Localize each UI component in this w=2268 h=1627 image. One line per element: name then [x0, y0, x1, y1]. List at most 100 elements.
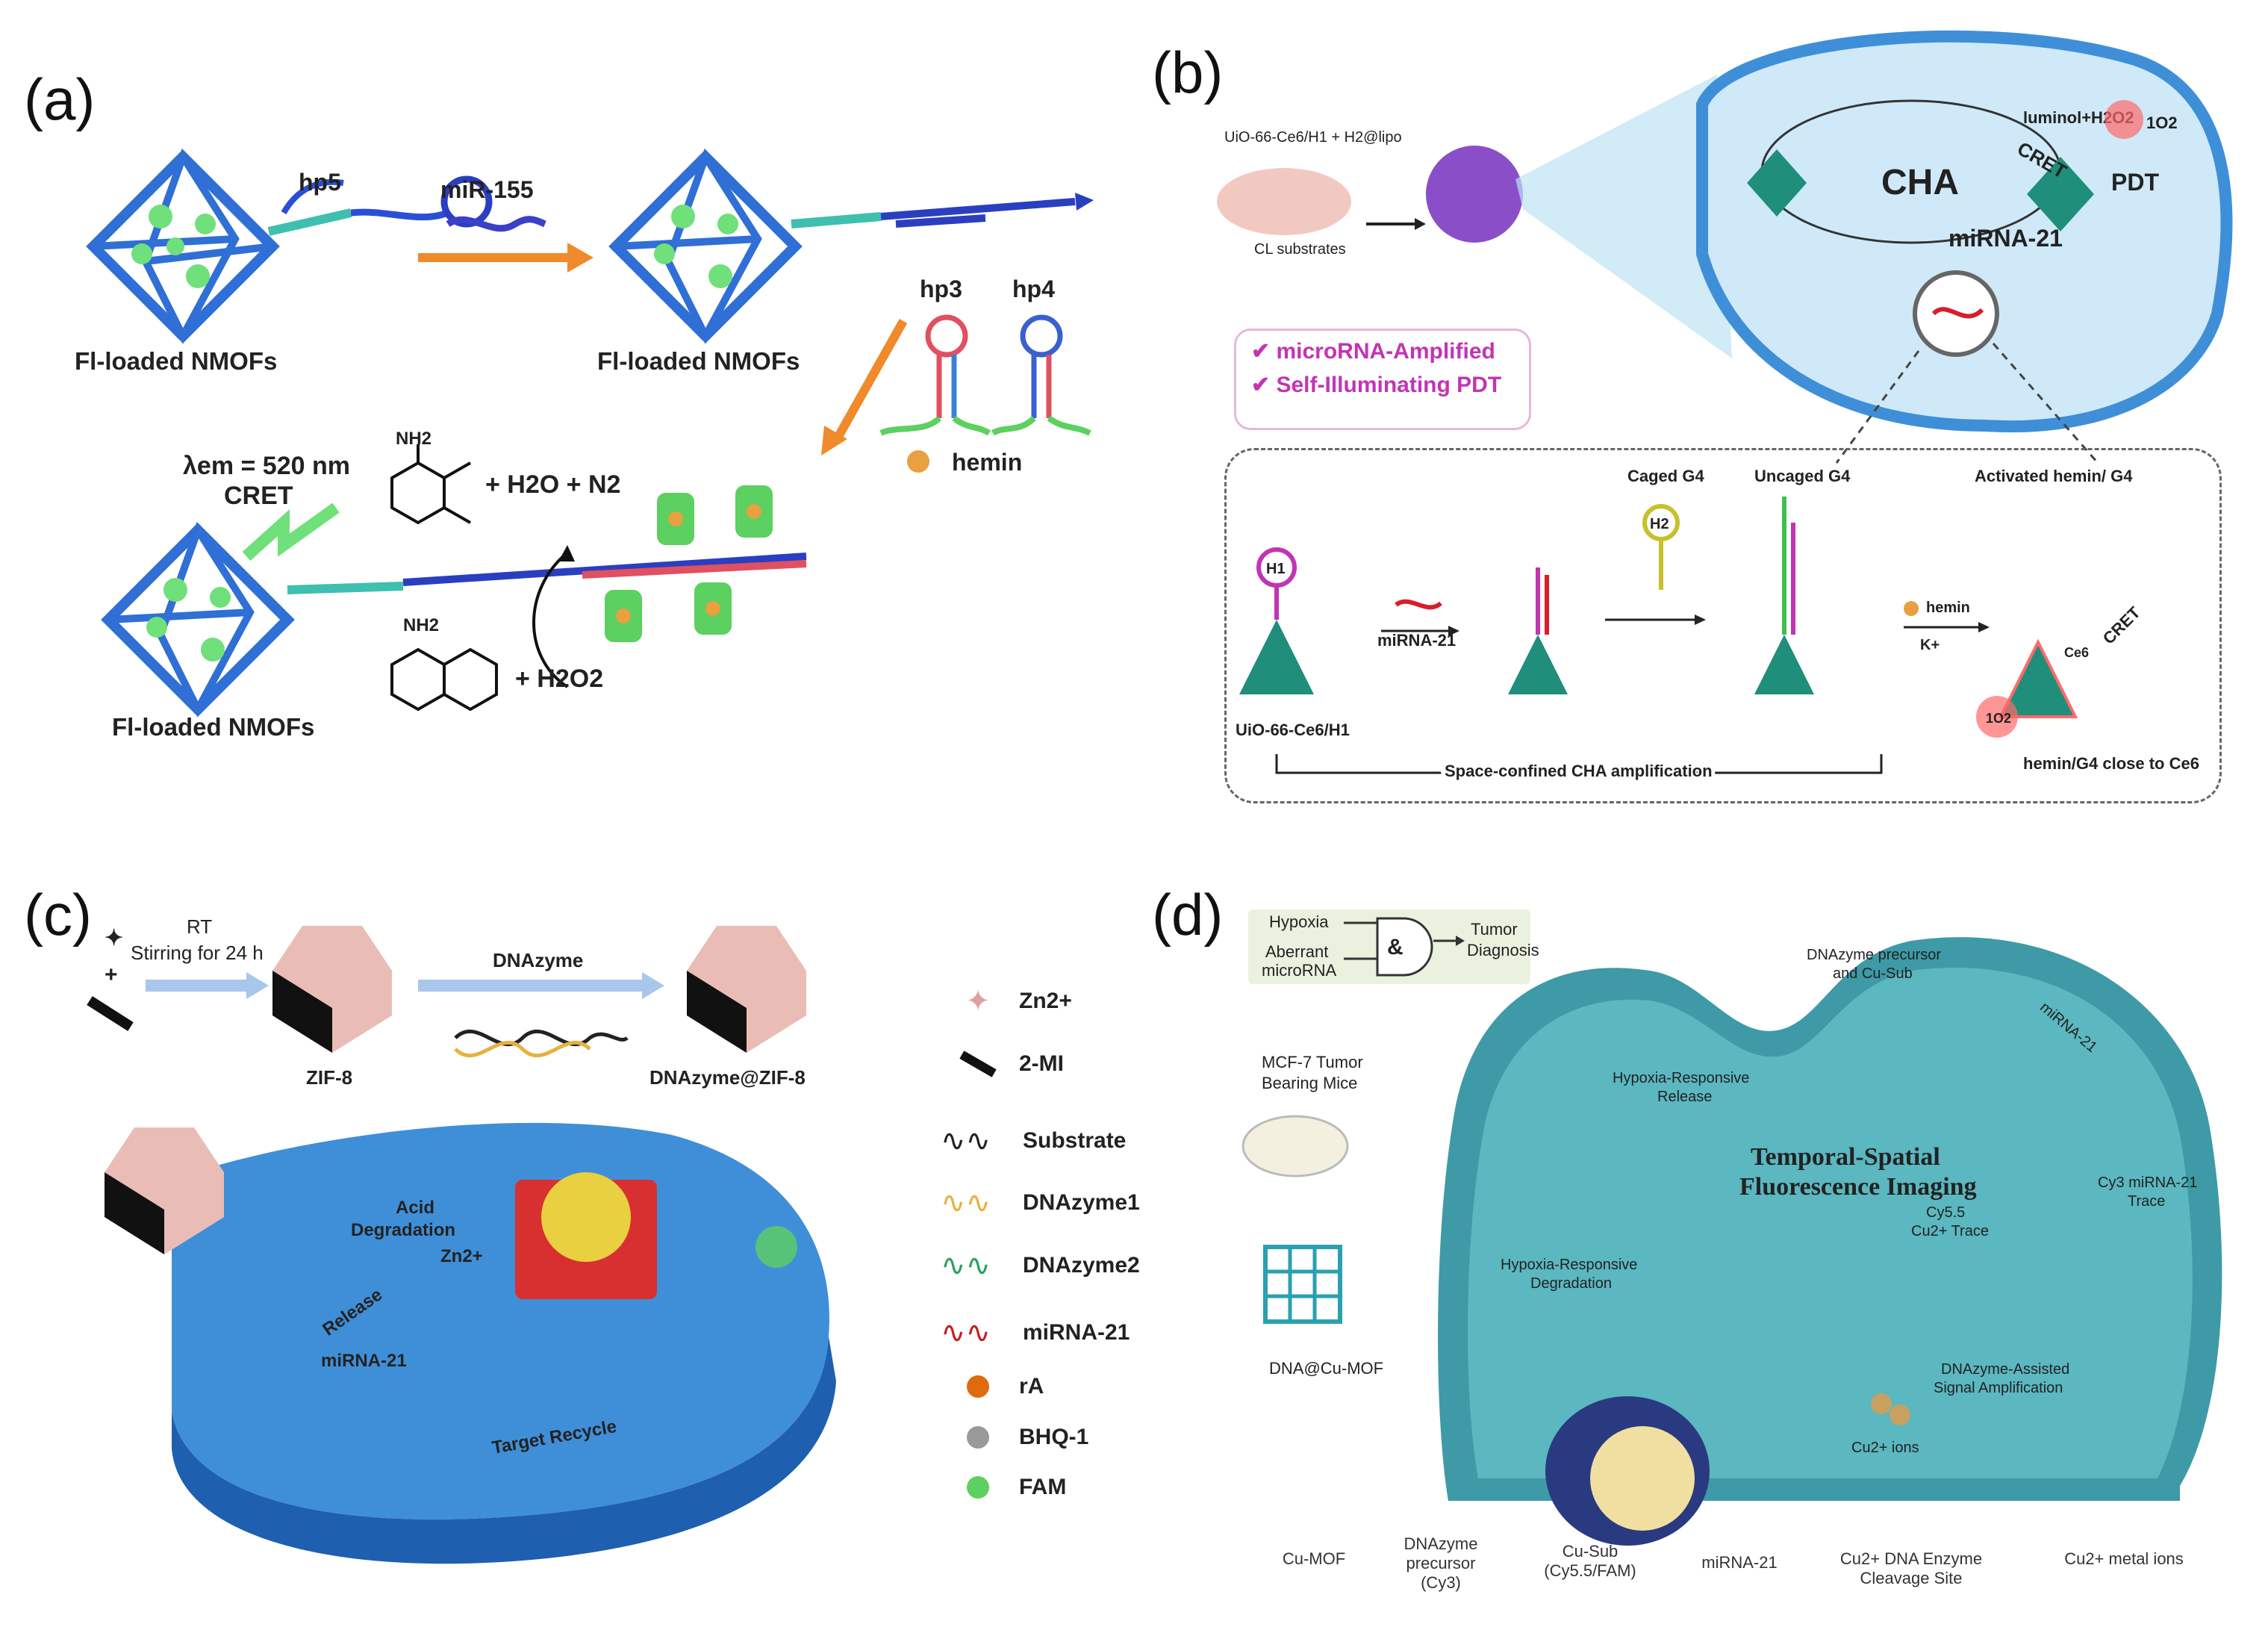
bhq1-dot-icon — [967, 1426, 989, 1449]
temporal-label-1: Temporal-Spatial — [1751, 1143, 1940, 1171]
legend-bhq1: BHQ-1 — [959, 1425, 1088, 1450]
nucleus-icon — [541, 1172, 631, 1262]
legend-dnazyme2: ∿∿ DNAzyme2 — [941, 1248, 1140, 1283]
panel-label-d: (d) — [1152, 882, 1224, 948]
nmof-octahedron-1 — [86, 148, 280, 344]
mirna21-label-c: miRNA-21 — [321, 1351, 407, 1371]
dnazyme-zif8-label: DNAzyme@ZIF-8 — [649, 1066, 806, 1089]
acid-label: Acid — [396, 1198, 434, 1218]
nmof-octahedron-3 — [101, 521, 295, 718]
dnazyme-label-c: DNAzyme — [493, 949, 583, 971]
release-label-d: Release — [1657, 1089, 1712, 1105]
cret-label-a: CRET — [224, 482, 293, 510]
zn-label-c: Zn2+ — [440, 1246, 483, 1266]
mirna21-label-b: miRNA-21 — [1948, 225, 2063, 252]
dnazyme1-wave-icon: ∿∿ — [941, 1186, 991, 1219]
cu-ions-label: Cu2+ ions — [1851, 1440, 1919, 1456]
cha-label: CHA — [1881, 163, 1959, 202]
precursor-label: DNAzyme precursor — [1807, 947, 1941, 963]
bearing-label: Bearing Mice — [1262, 1074, 1357, 1092]
nmof-label-2: Fl-loaded NMOFs — [597, 347, 800, 375]
legend-label-mirna21: miRNA-21 — [1023, 1320, 1130, 1345]
panel-label-c: (c) — [24, 882, 92, 948]
ra-dot-icon — [967, 1375, 989, 1398]
hyp-deg-label-2: Degradation — [1530, 1275, 1612, 1292]
legend-precursor: DNAzyme precursor (Cy3) — [1404, 1534, 1478, 1592]
stirring-label: Stirring for 24 h — [131, 942, 264, 964]
hp4-hairpin — [991, 314, 1091, 436]
hp3-hairpin — [879, 314, 991, 436]
legend-ra: rA — [959, 1374, 1044, 1399]
space-confined-label: Space-confined CHA amplification — [1445, 762, 1713, 780]
tumor-label: Tumor — [1471, 920, 1518, 939]
dna-cumof-cube — [1263, 1245, 1342, 1324]
legend-cumof: Cu-MOF — [1282, 1549, 1346, 1568]
kplus-label: K+ — [1920, 637, 1940, 653]
degradation-label: Degradation — [351, 1220, 455, 1240]
hyp-resp-label: Hypoxia-Responsive — [1613, 1070, 1749, 1086]
panel-label-a: (a) — [24, 66, 96, 132]
cell-body — [1696, 30, 2233, 432]
legend-cleavage: Cu2+ DNA Enzyme Cleavage Site — [1839, 1549, 1983, 1587]
legend-fam: FAM — [959, 1475, 1066, 1500]
nmof-label-1: Fl-loaded NMOFs — [75, 347, 277, 375]
mouse-icon — [1217, 168, 1351, 235]
rt-label: RT — [187, 915, 212, 938]
hp4-label: hp4 — [1012, 276, 1055, 302]
legend-mirna21: ∿∿ miRNA-21 — [941, 1316, 1130, 1350]
panel-a-diagram: hp5 miR-155 Fl-loaded NMOFs Fl-loaded NM… — [75, 148, 1094, 741]
cl-substrates-label: CL substrates — [1254, 241, 1346, 258]
legend-label-zn: Zn2+ — [1019, 989, 1072, 1013]
hemin-dot — [907, 450, 929, 473]
cy55-label: Cy5.5 — [1926, 1204, 1965, 1221]
hp5-label: hp5 — [299, 169, 341, 196]
zn-star-icon: ✦ — [105, 926, 123, 951]
lambda-label: λem = 520 nm — [183, 452, 350, 480]
dnazyme-zif8-crystal — [687, 926, 806, 1053]
mirna21-label-b2: miRNA-21 — [1377, 631, 1456, 650]
uncaged-g4-label: Uncaged G4 — [1754, 467, 1851, 485]
luminol-structure — [390, 647, 498, 712]
mcf7-label: MCF-7 Tumor — [1262, 1053, 1363, 1071]
check-icon-2: ✔ — [1251, 373, 1277, 397]
nmof-label-3: Fl-loaded NMOFs — [112, 713, 314, 741]
microrna-label: microRNA — [1262, 961, 1337, 980]
cy3-trace-label-1: Cy3 miRNA-21 — [2098, 1175, 2197, 1191]
zif8-crystal-2 — [105, 1127, 224, 1254]
panel-c-diagram: ✦ + RT Stirring for 24 h ZIF-8 DNAzyme D… — [87, 915, 836, 1564]
benefits-box: ✔ microRNA-Amplified ✔ Self-Illuminating… — [1234, 329, 1531, 430]
hemin-label-b: hemin — [1926, 600, 1970, 616]
fam-dot-icon — [967, 1476, 989, 1499]
uio-label: UiO-66-Ce6/H1 — [1236, 721, 1350, 739]
panel-d-diagram: Hypoxia Aberrant microRNA & Tumor Diagno… — [1242, 912, 2222, 1546]
activated-g4-label: Activated hemin/ G4 — [1975, 467, 2133, 485]
nmof-octahedron-2 — [608, 148, 803, 344]
aberrant-label: Aberrant — [1265, 942, 1328, 961]
dna-cumof-label: DNA@Cu-MOF — [1269, 1359, 1383, 1378]
mir155-label: miR-155 — [440, 176, 534, 203]
hemin-close-label: hemin/G4 close to Ce6 — [2023, 754, 2199, 773]
cret-bolt — [242, 503, 340, 561]
caged-g4-label: Caged G4 — [1627, 467, 1704, 485]
mouse-icon-d — [1242, 1115, 1349, 1178]
fam-glow — [756, 1226, 797, 1268]
ce6-label: Ce6 — [2064, 645, 2089, 660]
pdt-label: PDT — [2111, 169, 2159, 196]
panel-b-diagram: UiO-66-Ce6/H1 + H2@lipo CL substrates CH… — [1217, 30, 2233, 784]
assisted-label-1: DNAzyme-Assisted — [1941, 1361, 2069, 1378]
mirna21-wave-icon: ∿∿ — [941, 1316, 991, 1349]
temporal-label-2: Fluorescence Imaging — [1739, 1173, 1977, 1201]
zif8-crystal-1 — [272, 926, 392, 1053]
cell-body-c — [172, 1122, 829, 1519]
hypoxia-label: Hypoxia — [1269, 912, 1329, 931]
nh2-label-1: NH2 — [396, 429, 432, 449]
h2-label: H2 — [1650, 516, 1669, 532]
cusub-label: and Cu-Sub — [1833, 965, 1913, 982]
svg-text:+: + — [105, 962, 118, 987]
panel-label-b: (b) — [1152, 40, 1224, 105]
legend-substrate: ∿∿ Substrate — [941, 1124, 1126, 1158]
mechanism-box — [1224, 448, 2222, 803]
and-gate-icon — [1376, 917, 1433, 977]
legend-2mi: 2-MI — [959, 1051, 1064, 1077]
assisted-label-2: Signal Amplification — [1934, 1380, 2063, 1396]
